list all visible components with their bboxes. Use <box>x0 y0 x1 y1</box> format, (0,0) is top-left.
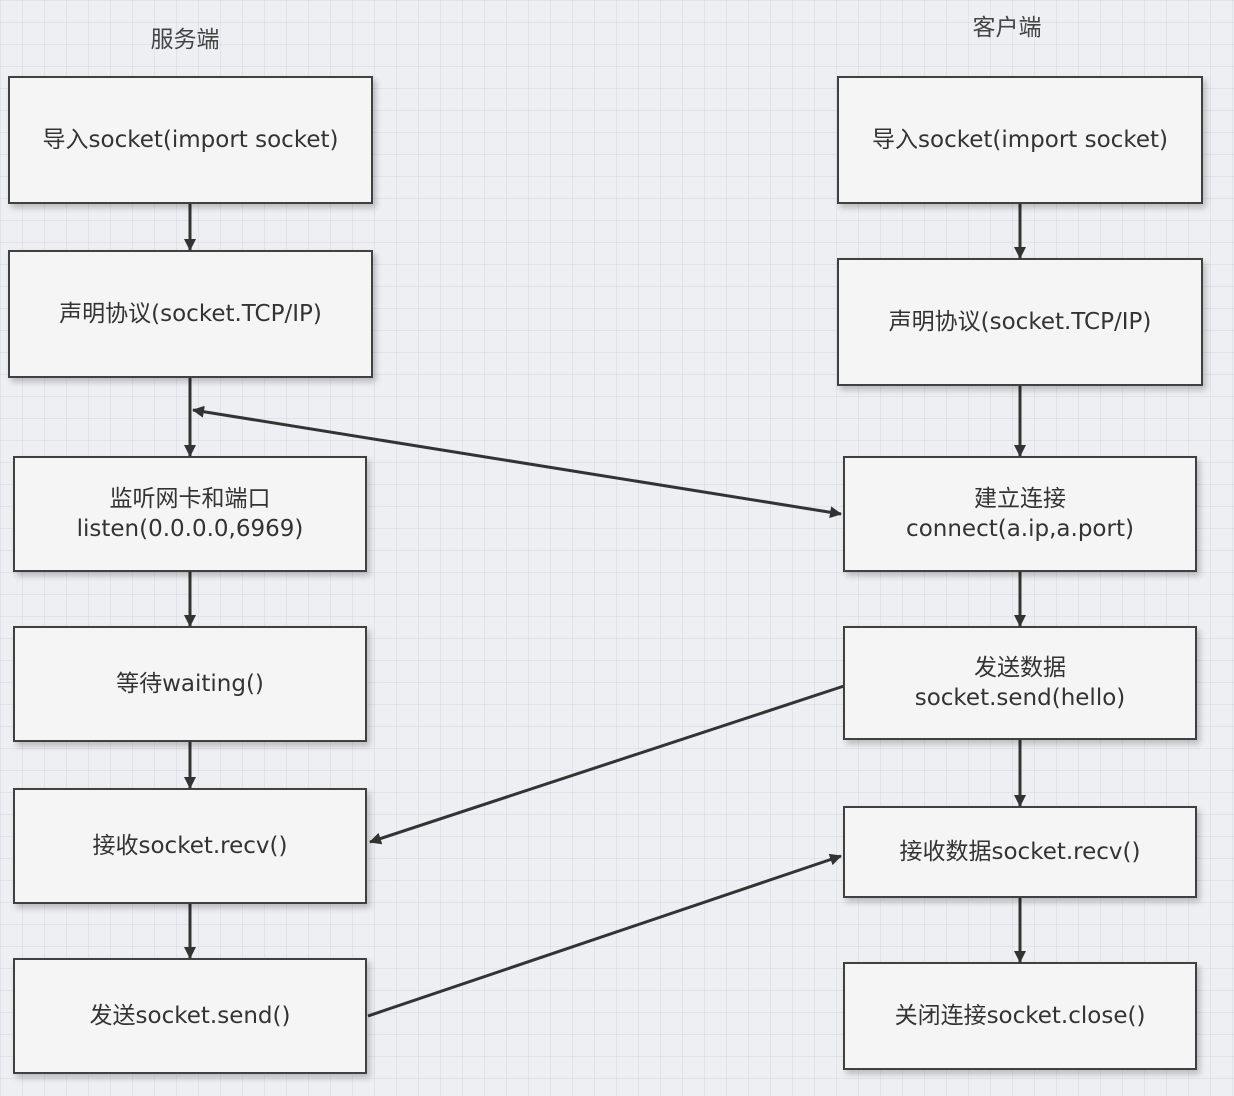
server-step-waiting: 等待waiting() <box>13 626 367 742</box>
client-step-1-text: 导入socket(import socket) <box>872 127 1168 153</box>
server-step-3-text-line2: listen(0.0.0.0,6969) <box>76 516 304 542</box>
server-step-1-text: 导入socket(import socket) <box>42 127 339 153</box>
client-step-import-socket: 导入socket(import socket) <box>837 76 1203 204</box>
server-send-to-client-recv-arrow <box>367 853 842 1018</box>
server-step-import-socket: 导入socket(import socket) <box>8 76 373 204</box>
client-column-title: 客户端 <box>972 15 1042 41</box>
client-step-close: 关闭连接socket.close() <box>843 962 1197 1070</box>
server-step-4-text: 等待waiting() <box>116 671 264 697</box>
client-step-send: 发送数据 socket.send(hello) <box>843 626 1197 740</box>
client-send-to-server-recv-arrow <box>369 684 845 845</box>
client-step-4-text-line2: socket.send(hello) <box>914 685 1126 711</box>
client-step-declare-protocol: 声明协议(socket.TCP/IP) <box>837 258 1203 386</box>
client-step-recv: 接收数据socket.recv() <box>843 806 1197 898</box>
client-step-5-text: 接收数据socket.recv() <box>899 839 1141 865</box>
server-step-5-text: 接收socket.recv() <box>92 833 288 859</box>
server-step-3-text-line1: 监听网卡和端口 <box>109 486 271 512</box>
server-step-2-text: 声明协议(socket.TCP/IP) <box>59 301 322 327</box>
server-step-listen: 监听网卡和端口 listen(0.0.0.0,6969) <box>13 456 367 572</box>
server-step-recv: 接收socket.recv() <box>13 788 367 904</box>
server-column-title: 服务端 <box>150 27 220 53</box>
server-step-send: 发送socket.send() <box>13 958 367 1074</box>
client-step-6-text: 关闭连接socket.close() <box>894 1003 1146 1029</box>
client-step-2-text: 声明协议(socket.TCP/IP) <box>888 309 1152 335</box>
server-step-6-text: 发送socket.send() <box>89 1003 291 1029</box>
client-step-connect: 建立连接 connect(a.ip,a.port) <box>843 456 1197 572</box>
client-step-3-text-line1: 建立连接 <box>974 486 1066 512</box>
server-step-declare-protocol: 声明协议(socket.TCP/IP) <box>8 250 373 378</box>
connect-handshake-arrow <box>192 405 842 519</box>
client-step-4-text-line1: 发送数据 <box>974 655 1066 681</box>
client-step-3-text-line2: connect(a.ip,a.port) <box>906 516 1134 542</box>
